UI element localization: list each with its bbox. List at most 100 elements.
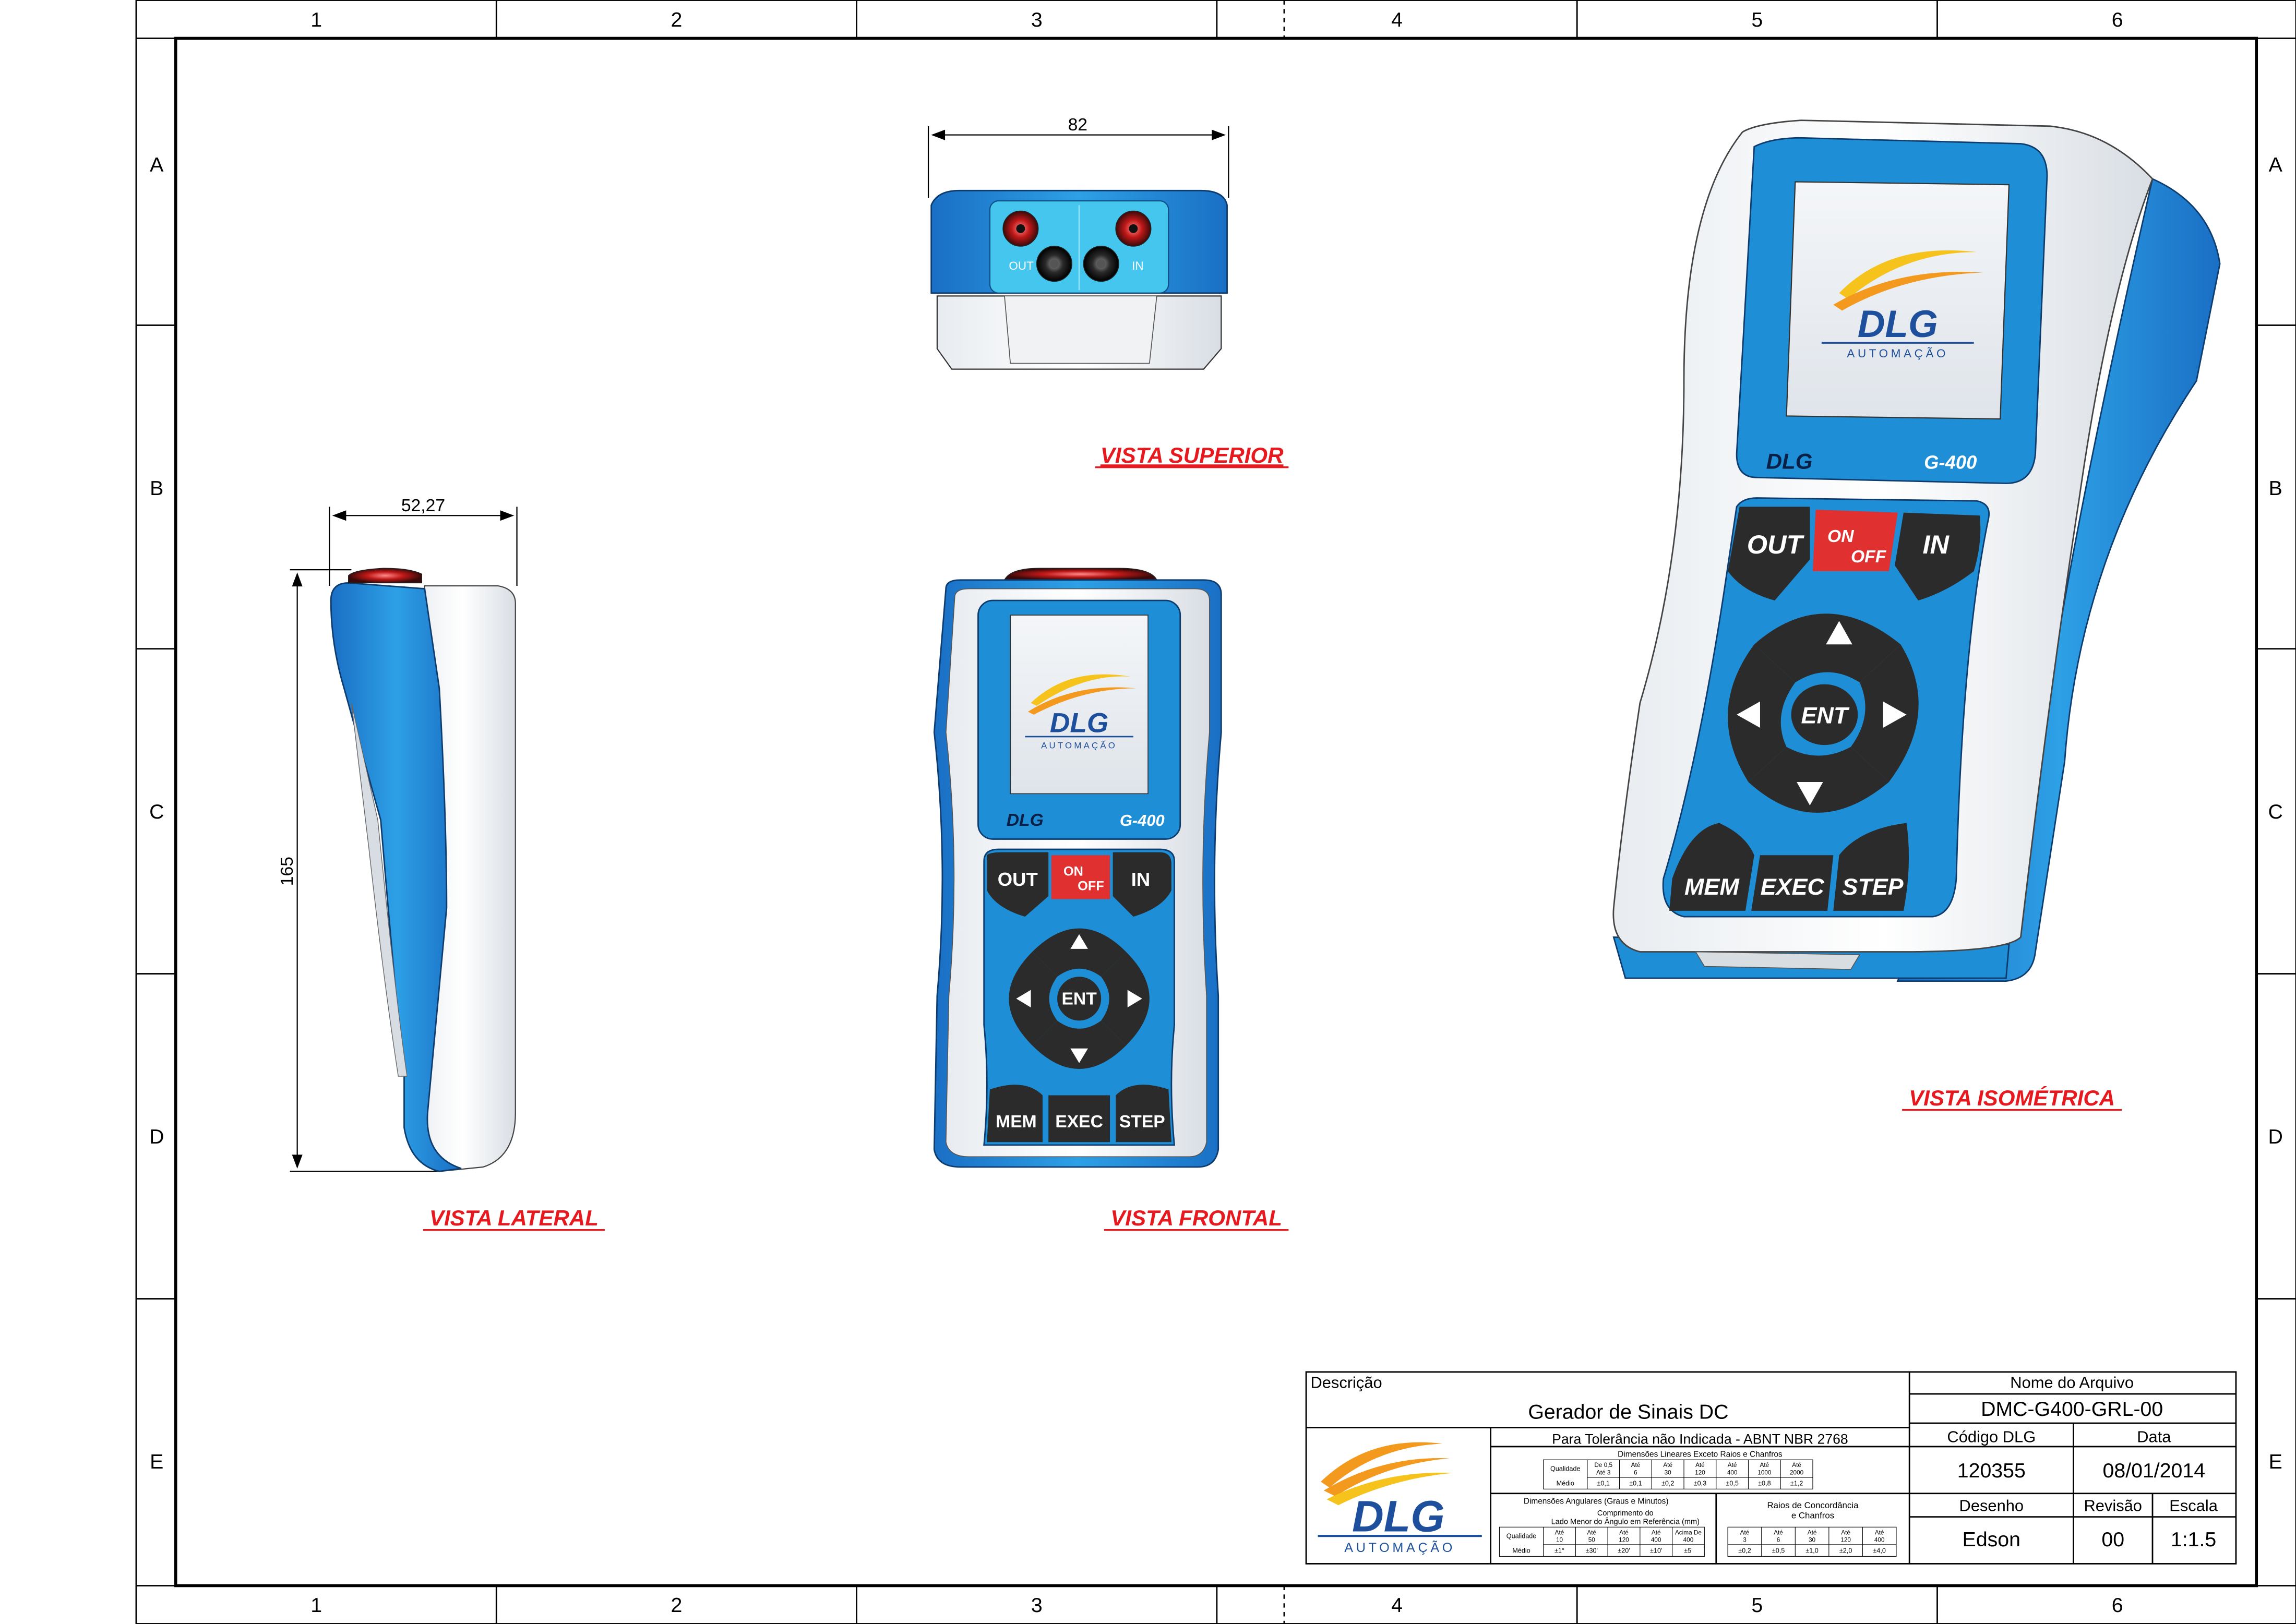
data-value: 08/01/2014 [2103,1459,2206,1482]
front-key-on-label: ON [1063,864,1083,879]
linear-col-5-b: 1000 [1757,1469,1772,1476]
front-view-title: VISTA FRONTAL [1110,1206,1282,1230]
iso-screen-sub: AUTOMAÇÃO [1847,347,1948,360]
title-block: Descrição Gerador de Sinais DC Para Tole… [1305,1371,2237,1565]
angular-val-4: ±5' [1684,1547,1692,1554]
col-label-5: 5 [1751,8,1763,31]
jack-out-label: OUT [1009,259,1034,272]
revisao-label: Revisão [2084,1496,2142,1514]
iso-key-step-label: STEP [1842,873,1903,900]
iso-key-step[interactable] [1833,823,1909,911]
desenho-value: Edson [1963,1528,2020,1551]
angular-val-0: ±1° [1554,1547,1564,1554]
col-label-5-bottom: 5 [1751,1594,1763,1617]
iso-key-out-label: OUT [1747,530,1805,559]
front-key-exec[interactable] [1048,1095,1110,1142]
linear-col-1-a: Até [1631,1462,1641,1469]
angular-col-3-b: 400 [1651,1536,1661,1543]
front-key-right[interactable] [1101,952,1150,1046]
raios-col-4-a: Até [1875,1529,1884,1536]
raios-val-2: ±1,0 [1805,1547,1818,1554]
col-label-1: 1 [310,8,322,31]
front-key-in-label: IN [1131,869,1150,890]
angular-col-0-b: 10 [1556,1536,1563,1543]
front-key-off-label: OFF [1078,879,1104,894]
front-key-down[interactable] [1032,1020,1126,1069]
isometric-view: DLG AUTOMAÇÃO DLG G-400 OUT ON OFF IN EN… [1612,119,2221,1111]
raios-col-4-b: 400 [1874,1536,1885,1543]
front-screen-sub: AUTOMAÇÃO [1041,740,1117,750]
row-label-a: A [150,153,164,176]
front-key-step[interactable] [1116,1085,1171,1142]
front-key-in[interactable] [1113,852,1171,917]
linear-val-3: ±0,3 [1694,1479,1706,1487]
front-dpad: ENT [1009,928,1150,1069]
front-key-exec-label: EXEC [1055,1112,1103,1132]
front-key-ent[interactable] [1054,973,1104,1024]
col-label-6: 6 [2112,8,2123,31]
front-key-out-label: OUT [998,869,1038,890]
front-key-step-label: STEP [1119,1112,1165,1132]
angular-row-label-1: Qualidade [1506,1532,1537,1539]
iso-key-exec-label: EXEC [1761,873,1825,900]
iso-key-out[interactable] [1728,507,1810,601]
front-key-ent-label: ENT [1061,990,1097,1009]
iso-dpad: ENT [1728,613,1919,813]
escala-value: 1:1.5 [2171,1528,2216,1551]
data-label: Data [2137,1428,2171,1446]
front-key-out[interactable] [987,852,1049,917]
raios-val-4: ±4,0 [1873,1547,1885,1554]
angular-col-1-b: 50 [1588,1536,1596,1543]
linear-col-5-a: Até [1760,1462,1769,1469]
iso-key-left[interactable] [1728,644,1796,782]
iso-down-arrow-icon [1797,781,1823,805]
iso-key-exec[interactable] [1751,855,1834,911]
linear-col-2-a: Até [1663,1462,1672,1469]
raios-col-3-a: Até [1841,1529,1850,1536]
linear-val-2: ±0,2 [1661,1479,1674,1487]
raios-col-0-b: 3 [1743,1536,1747,1543]
linear-col-3-a: Até [1695,1462,1705,1469]
angular-col-1-a: Até [1587,1529,1596,1536]
angular-sub-b: Lado Menor do Ângulo em Referência (mm) [1551,1518,1700,1526]
angular-col-2-b: 120 [1619,1536,1629,1543]
angular-header: Dimensões Angulares (Graus e Minutos) [1524,1497,1669,1506]
linear-col-4-a: Até [1728,1462,1737,1469]
front-screen-brand: DLG [1050,708,1109,739]
linear-val-1: ±0,1 [1629,1479,1642,1487]
angular-tolerance-table: QualidadeMédioAté10±1°Até50±30'Até120±20… [1499,1509,1705,1557]
iso-key-in-label: IN [1922,530,1950,559]
iso-key-onoff[interactable] [1812,510,1898,571]
raios-col-1-a: Até [1774,1529,1783,1536]
linear-col-4-b: 400 [1727,1469,1738,1476]
iso-key-off-label: OFF [1851,547,1887,567]
row-label-c: C [149,800,164,823]
col-label-2: 2 [671,8,683,31]
iso-key-ent[interactable] [1787,680,1862,749]
col-label-4: 4 [1391,8,1403,31]
col-label-2-bottom: 2 [671,1594,683,1617]
raios-col-2-a: Até [1808,1529,1817,1536]
top-view: 82 OUT IN VISTA SUPERIOR [927,115,1289,468]
iso-key-in[interactable] [1895,512,1981,601]
front-key-up[interactable] [1032,928,1126,977]
iso-key-up[interactable] [1754,613,1901,683]
raios-header-b: e Chanfros [1791,1510,1834,1520]
linear-col-0-b: Até 3 [1596,1469,1611,1476]
row-label-d-right: D [2268,1125,2283,1148]
iso-key-ent-label: ENT [1801,702,1850,729]
front-key-left[interactable] [1009,952,1058,1046]
linear-header: Dimensões Lineares Exceto Raios e Chanfr… [1618,1450,1783,1459]
descricao-value: Gerador de Sinais DC [1528,1401,1728,1424]
front-key-onoff[interactable] [1051,855,1110,899]
descricao-label: Descrição [1310,1374,1382,1392]
nome-arquivo-label: Nome do Arquivo [2010,1374,2134,1392]
linear-col-3-b: 120 [1695,1469,1705,1476]
front-key-mem[interactable] [987,1085,1043,1142]
col-label-1-bottom: 1 [310,1594,322,1617]
iso-key-mem[interactable] [1669,823,1754,911]
iso-key-down[interactable] [1748,747,1889,813]
angular-col-2-a: Até [1619,1529,1629,1536]
row-label-d: D [149,1125,164,1148]
revisao-value: 00 [2101,1528,2124,1551]
